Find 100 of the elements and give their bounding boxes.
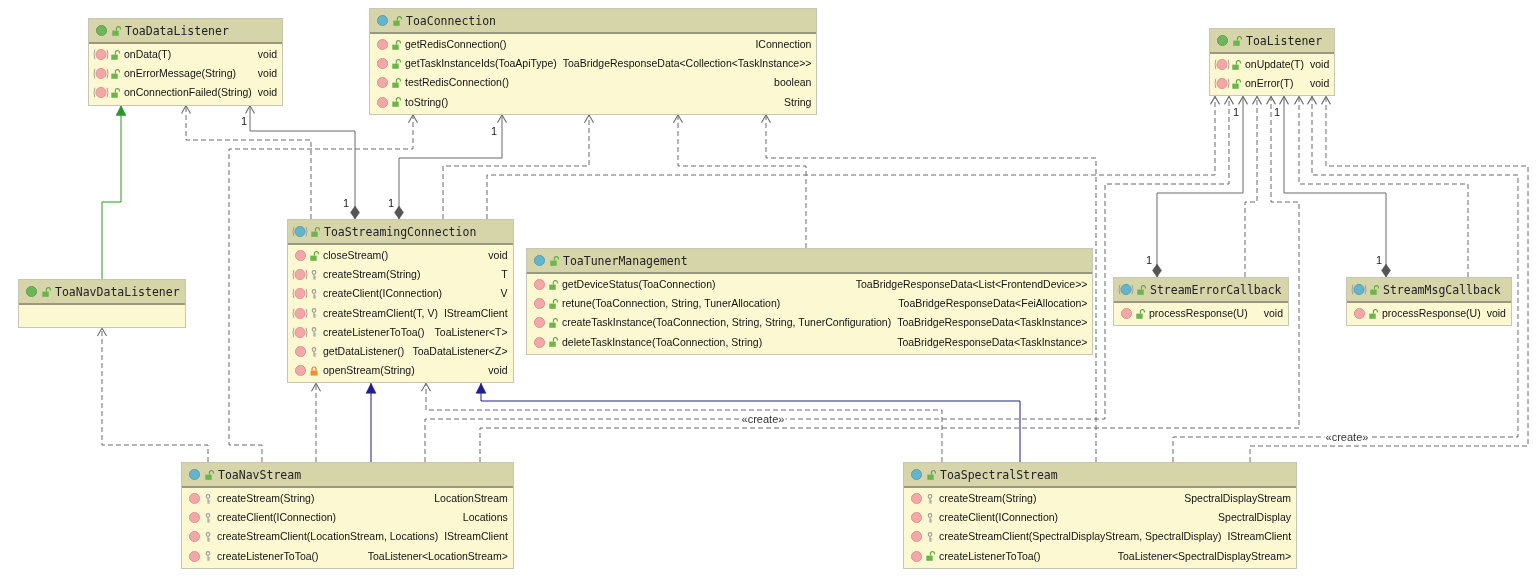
- class-name: ToaListener: [1246, 33, 1323, 48]
- method-signature: getTaskInstanceIds(ToaApiType): [405, 57, 557, 71]
- method-signature: retune(ToaConnection, String, TunerAllocation): [562, 297, 781, 311]
- method-signature: createListenerToToa(): [323, 325, 425, 339]
- method-signature: createClient(IConnection): [217, 511, 337, 525]
- return-type: IConnection: [754, 38, 812, 52]
- dependency-arrow: [760, 114, 1097, 463]
- return-type: ToaListener<SpectralDisplayStream>: [1116, 549, 1292, 563]
- dependency-arrow: [486, 95, 1221, 220]
- class-name: ToaSpectralStream: [940, 467, 1058, 482]
- method-signature: createTaskInstance(ToaConnection, String, String, TunerConfiguration): [562, 316, 892, 330]
- return-type: ToaDataListener<Z>: [411, 345, 508, 359]
- dependency-arrow: [1172, 95, 1519, 463]
- method-signature: createStreamClient(T, V): [323, 306, 438, 320]
- method-signature: createClient(IConnection): [939, 511, 1059, 525]
- composition-arrow: [244, 105, 360, 220]
- class-name: StreamMsgCallback: [1383, 282, 1501, 297]
- dependency-arrow: [442, 114, 595, 220]
- method-signature: createStream(String): [323, 268, 421, 282]
- method-signature: processResponse(U): [1149, 307, 1248, 321]
- multiplicity-label: 1: [1375, 254, 1383, 266]
- return-type: void: [487, 364, 508, 378]
- return-type: boolean: [773, 76, 812, 90]
- stereotype-label: «create»: [740, 413, 786, 425]
- method-signature: getDeviceStatus(ToaConnection): [562, 278, 716, 292]
- return-type: ToaBridgeResponseData<TaskInstance>: [896, 316, 1088, 330]
- composition-arrow: [1278, 95, 1391, 278]
- return-type: LocationStream: [433, 492, 508, 506]
- return-type: String: [783, 95, 812, 109]
- class-name: ToaTunerManagement: [563, 253, 688, 268]
- composition-arrow: [394, 114, 508, 220]
- multiplicity-label: 1: [490, 125, 498, 137]
- class-box: [526, 248, 1094, 355]
- method-signature: createStreamClient(SpectralDisplayStream, SpectralDisplay): [939, 530, 1222, 544]
- inheritance-arrow: [101, 105, 127, 280]
- dependency-arrow: [1293, 95, 1469, 278]
- method-signature: createListenerToToa(): [939, 549, 1041, 563]
- method-signature: deleteTaskInstance(ToaConnection, String): [562, 335, 763, 349]
- return-type: void: [256, 86, 278, 100]
- multiplicity-label: 1: [387, 197, 395, 209]
- class-box: [18, 279, 186, 328]
- method-signature: testRedisConnection(): [405, 76, 509, 90]
- return-type: void: [1485, 307, 1506, 321]
- method-signature: toString(): [405, 95, 449, 109]
- dependency-arrow: [310, 382, 322, 463]
- method-signature: closeStream(): [323, 249, 389, 263]
- return-type: void: [1262, 307, 1283, 321]
- return-type: void: [487, 249, 508, 263]
- method-signature: onErrorMessage(String): [124, 67, 237, 81]
- return-type: void: [1308, 77, 1330, 91]
- method-signature: createStream(String): [217, 492, 315, 506]
- return-type: ToaListener<T>: [433, 325, 508, 339]
- dependency-arrow: [1244, 95, 1263, 278]
- method-signature: processResponse(U): [1382, 307, 1481, 321]
- return-type: IStreamClient: [443, 530, 508, 544]
- method-signature: getRedisConnection(): [405, 38, 507, 52]
- method-signature: onData(T): [124, 48, 172, 62]
- method-signature: onConnectionFailed(String): [124, 86, 252, 100]
- method-signature: openStream(String): [323, 364, 415, 378]
- method-signature: createStreamClient(LocationStream, Locations): [217, 530, 439, 544]
- class-box: [369, 8, 818, 115]
- inheritance-arrow: [365, 382, 377, 463]
- return-type: ToaBridgeResponseData<Collection<TaskInstance>>: [561, 57, 812, 71]
- class-name: ToaDataListener: [125, 23, 229, 38]
- class-box: [1346, 277, 1512, 327]
- multiplicity-label: 1: [240, 115, 248, 127]
- return-type: IStreamClient: [442, 306, 508, 320]
- method-signature: createClient(IConnection): [323, 287, 443, 301]
- class-box: [1209, 28, 1336, 97]
- multiplicity-label: 1: [1273, 106, 1281, 118]
- multiplicity-label: 1: [1232, 106, 1240, 118]
- return-type: SpectralDisplay: [1217, 511, 1292, 525]
- return-type: ToaBridgeResponseData<TaskInstance>: [896, 335, 1088, 349]
- method-signature: createListenerToToa(): [217, 549, 319, 563]
- return-type: ToaBridgeResponseData<List<FrontendDevice>>: [854, 278, 1088, 292]
- class-box: [181, 462, 514, 569]
- return-type: T: [500, 268, 508, 282]
- dependency-arrow: [228, 114, 419, 463]
- multiplicity-label: 1: [342, 197, 350, 209]
- class-box: [903, 462, 1298, 569]
- stereotype-label: «create»: [1324, 431, 1370, 443]
- class-name: ToaNavStream: [218, 467, 302, 482]
- method-signature: createStream(String): [939, 492, 1037, 506]
- method-signature: onError(T): [1245, 77, 1294, 91]
- method-signature: onUpdate(T): [1245, 58, 1304, 72]
- multiplicity-label: 1: [1145, 254, 1153, 266]
- return-type: ToaBridgeResponseData<FeiAllocation>: [897, 297, 1088, 311]
- dependency-arrow: [96, 327, 209, 463]
- dependency-arrow: [672, 114, 807, 249]
- class-name: StreamErrorCallback: [1150, 282, 1282, 297]
- dependency-arrow: [180, 105, 312, 220]
- return-type: SpectralDisplayStream: [1183, 492, 1292, 506]
- composition-arrow: [1152, 95, 1249, 278]
- class-name: ToaStreamingConnection: [324, 224, 477, 239]
- return-type: void: [256, 67, 278, 81]
- dependency-arrow: [1249, 95, 1529, 463]
- class-box: [287, 219, 514, 384]
- return-type: Locations: [461, 511, 508, 525]
- return-type: void: [1308, 58, 1330, 72]
- class-name: ToaConnection: [406, 13, 496, 28]
